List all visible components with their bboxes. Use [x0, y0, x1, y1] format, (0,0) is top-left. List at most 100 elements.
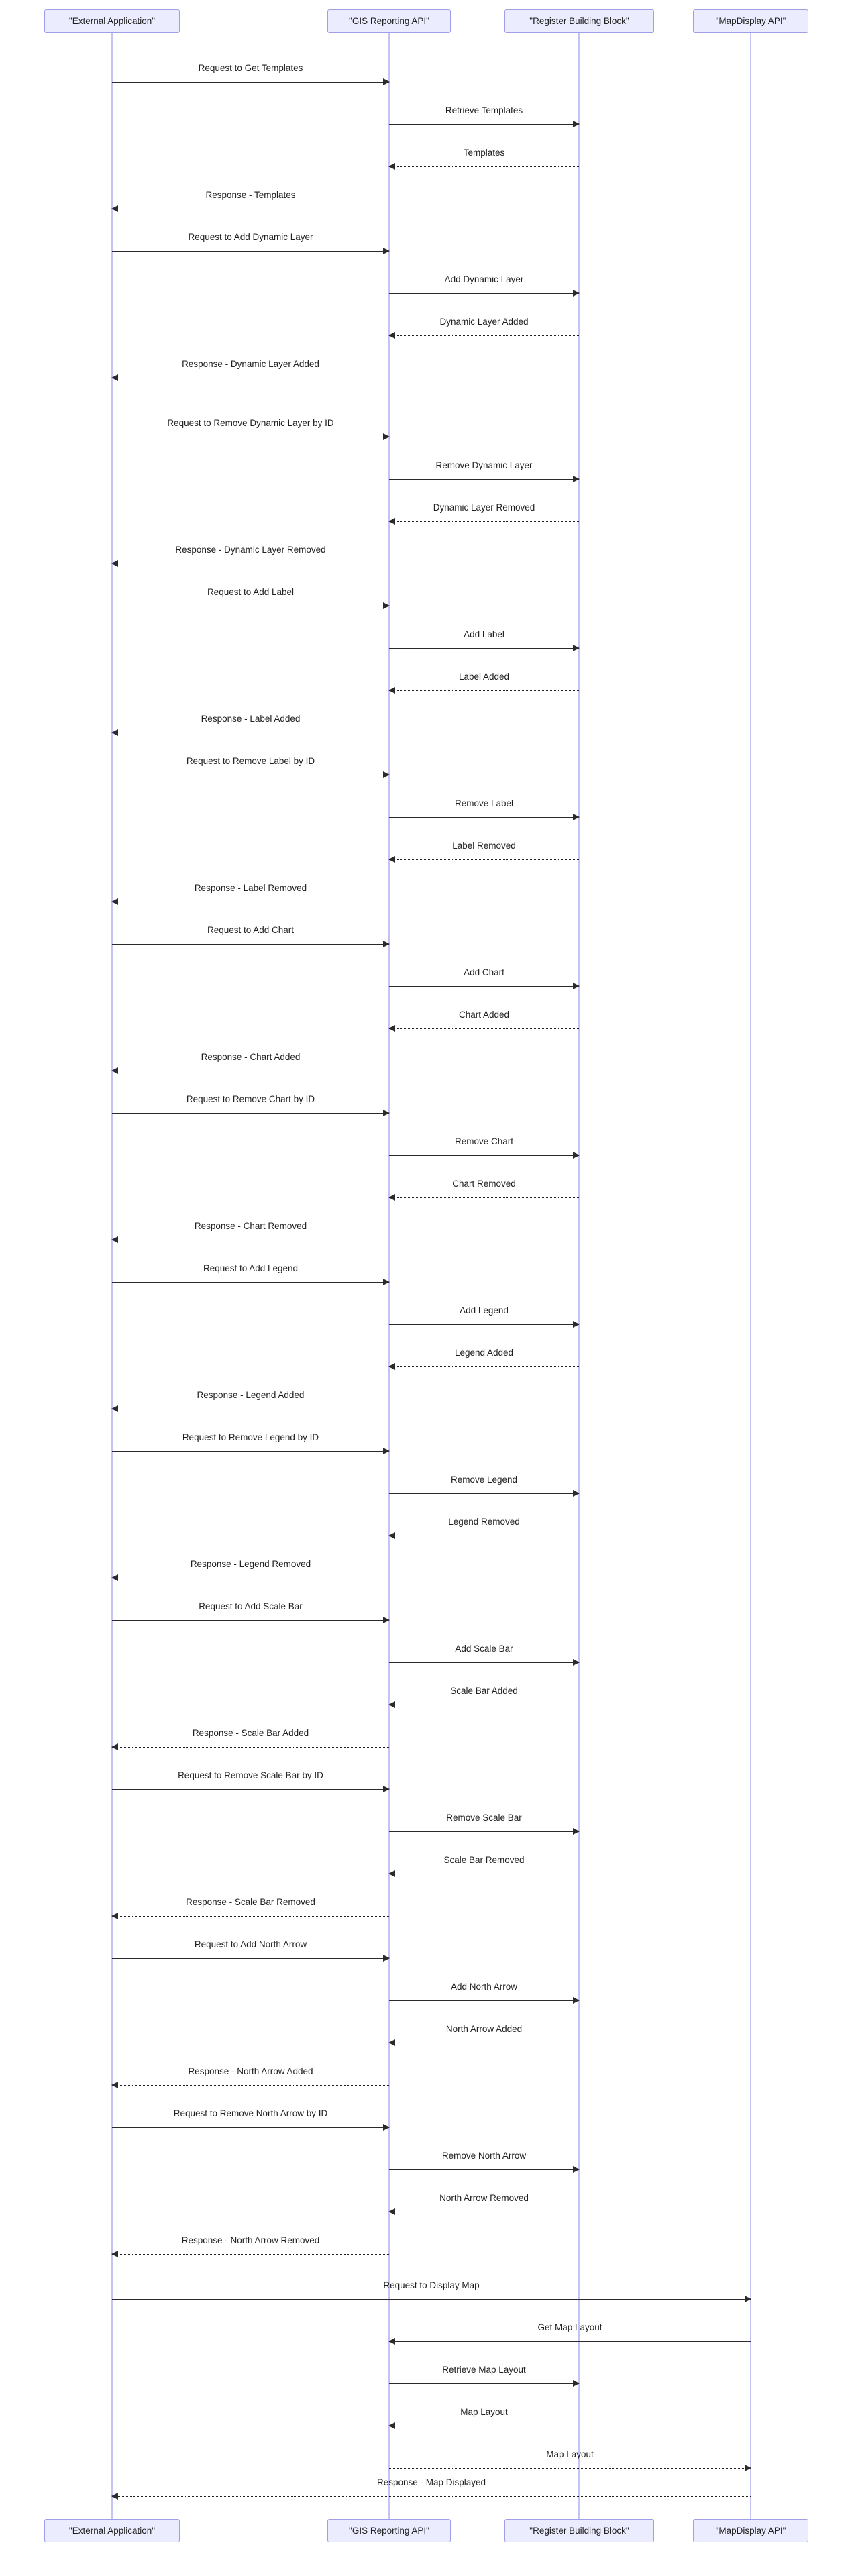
message-label: Response - Scale Bar Added — [192, 1728, 309, 1738]
message-line-solid — [389, 1831, 579, 1832]
arrowhead-right-icon — [573, 1490, 580, 1497]
message-line-solid — [112, 251, 389, 252]
message-line-solid — [112, 82, 389, 83]
message-label: Response - North Arrow Removed — [181, 2235, 320, 2245]
arrowhead-left-icon — [111, 205, 118, 212]
message-line-solid — [112, 1451, 389, 1452]
arrowhead-right-icon — [573, 1321, 580, 1328]
participant-label: "Register Building Block" — [529, 2525, 629, 2536]
message-label: Response - Chart Removed — [194, 1221, 307, 1231]
message-line-solid — [389, 1324, 579, 1325]
participant-label: "External Application" — [68, 15, 156, 26]
arrowhead-left-icon — [111, 1405, 118, 1412]
message-label: Retrieve Map Layout — [442, 2365, 526, 2375]
participant-top-ext[interactable]: "External Application" — [44, 9, 180, 33]
arrowhead-left-icon — [111, 374, 118, 381]
message-label: Request to Remove Dynamic Layer by ID — [167, 418, 334, 428]
message-label: Remove Legend — [450, 1474, 518, 1485]
message-label: Request to Remove North Arrow by ID — [173, 2108, 328, 2118]
participant-bottom-ext[interactable]: "External Application" — [44, 2519, 180, 2542]
arrowhead-right-icon — [745, 2296, 751, 2302]
arrowhead-right-icon — [573, 1828, 580, 1835]
message-label: Response - North Arrow Added — [188, 2066, 313, 2076]
participant-top-map[interactable]: "MapDisplay API" — [693, 9, 808, 33]
message-label: Request to Add Label — [207, 587, 295, 597]
message-line-dotted — [389, 690, 579, 691]
arrowhead-left-icon — [388, 856, 395, 863]
arrowhead-left-icon — [388, 163, 395, 170]
arrowhead-left-icon — [388, 1363, 395, 1370]
arrowhead-right-icon — [573, 121, 580, 127]
arrowhead-left-icon — [388, 1701, 395, 1708]
message-label: Response - Label Removed — [194, 883, 307, 893]
message-label: Request to Display Map — [383, 2280, 480, 2290]
arrowhead-right-icon — [573, 1152, 580, 1159]
arrowhead-left-icon — [111, 560, 118, 567]
arrowhead-right-icon — [573, 2166, 580, 2173]
message-line-solid — [389, 2383, 579, 2384]
participant-label: "GIS Reporting API" — [349, 15, 429, 26]
message-label: Request to Get Templates — [198, 63, 303, 73]
message-label: Request to Remove Legend by ID — [182, 1432, 319, 1442]
arrowhead-right-icon — [745, 2465, 751, 2471]
message-line-dotted — [112, 2496, 751, 2497]
message-label: Response - Scale Bar Removed — [186, 1897, 315, 1907]
message-label: Add Legend — [460, 1305, 509, 1316]
arrowhead-left-icon — [111, 729, 118, 736]
message-line-solid — [112, 2299, 751, 2300]
message-line-solid — [112, 1620, 389, 1621]
arrowhead-right-icon — [383, 941, 390, 947]
arrowhead-right-icon — [383, 248, 390, 254]
lifeline-ext — [111, 33, 113, 2519]
participant-bottom-reg[interactable]: "Register Building Block" — [504, 2519, 654, 2542]
message-label: Add Label — [464, 629, 504, 639]
arrowhead-right-icon — [383, 602, 390, 609]
participant-bottom-gis[interactable]: "GIS Reporting API" — [327, 2519, 451, 2542]
message-label: North Arrow Added — [445, 2024, 523, 2034]
message-line-solid — [389, 479, 579, 480]
message-label: Scale Bar Added — [450, 1686, 518, 1696]
message-label: Request to Remove Label by ID — [186, 756, 315, 766]
arrowhead-left-icon — [388, 1870, 395, 1877]
message-line-dotted — [112, 2085, 389, 2086]
message-label: Request to Add Dynamic Layer — [188, 232, 313, 242]
arrowhead-left-icon — [111, 1574, 118, 1581]
participant-top-gis[interactable]: "GIS Reporting API" — [327, 9, 451, 33]
message-line-solid — [389, 1662, 579, 1663]
arrowhead-right-icon — [573, 983, 580, 989]
participant-bottom-map[interactable]: "MapDisplay API" — [693, 2519, 808, 2542]
message-line-solid — [389, 124, 579, 125]
message-label: Templates — [463, 148, 505, 158]
message-line-solid — [112, 1958, 389, 1959]
arrowhead-right-icon — [383, 1617, 390, 1623]
message-label: Legend Added — [454, 1348, 514, 1358]
arrowhead-right-icon — [573, 2380, 580, 2387]
lifeline-reg — [578, 33, 580, 2519]
arrowhead-left-icon — [388, 2208, 395, 2215]
participant-top-reg[interactable]: "Register Building Block" — [504, 9, 654, 33]
arrowhead-right-icon — [383, 433, 390, 440]
arrowhead-left-icon — [111, 2251, 118, 2257]
message-line-solid — [389, 2341, 751, 2342]
arrowhead-left-icon — [388, 1194, 395, 1201]
message-line-dotted — [389, 859, 579, 860]
message-line-solid — [389, 2169, 579, 2170]
message-line-solid — [389, 1493, 579, 1494]
message-label: Response - Legend Added — [197, 1390, 305, 1400]
arrowhead-left-icon — [388, 2422, 395, 2429]
message-label: Add Scale Bar — [455, 1644, 513, 1654]
message-label: Request to Add Chart — [207, 925, 295, 935]
message-label: Get Map Layout — [537, 2322, 602, 2332]
arrowhead-right-icon — [383, 1448, 390, 1454]
message-label: Dynamic Layer Added — [439, 317, 529, 327]
arrowhead-right-icon — [383, 2124, 390, 2131]
message-line-solid — [112, 944, 389, 945]
lifeline-gis — [388, 33, 390, 2519]
arrowhead-left-icon — [111, 1067, 118, 1074]
message-label: Legend Removed — [448, 1517, 520, 1527]
message-line-solid — [112, 2127, 389, 2128]
arrowhead-right-icon — [573, 290, 580, 297]
message-label: Request to Add North Arrow — [194, 1939, 307, 1949]
lifeline-map — [750, 33, 751, 2519]
